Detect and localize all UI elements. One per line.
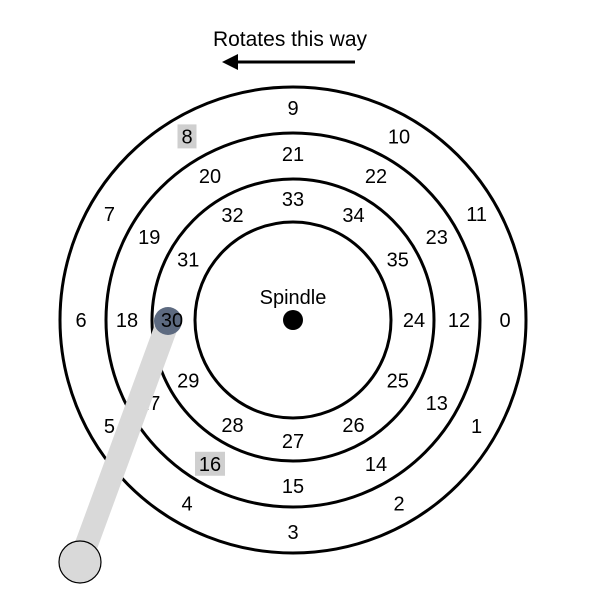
sector-label-30: 30 (161, 310, 183, 332)
sector-label-24: 24 (403, 310, 425, 332)
third-track-ring (150, 177, 436, 463)
sector-label-13: 13 (426, 393, 448, 415)
sector-label-7: 7 (104, 204, 115, 226)
sector-label-34: 34 (342, 205, 364, 227)
sector-label-1: 1 (471, 416, 482, 438)
sector-label-29: 29 (177, 371, 199, 393)
sector-label-33: 33 (282, 189, 304, 211)
sector-label-32: 32 (221, 205, 243, 227)
sector-label-6: 6 (75, 310, 86, 332)
sector-label-5: 5 (104, 416, 115, 438)
sector-label-15: 15 (282, 476, 304, 498)
sector-label-8: 8 (181, 126, 192, 148)
sector-label-22: 22 (365, 166, 387, 188)
sector-label-26: 26 (342, 415, 364, 437)
spindle-label: Spindle (260, 287, 327, 309)
sector-label-23: 23 (426, 227, 448, 249)
head-label-layer: 30 (161, 310, 183, 332)
inner-ring (193, 220, 393, 420)
sector-label-10: 10 (388, 126, 410, 148)
spindle-dot (283, 310, 303, 330)
sector-label-25: 25 (387, 371, 409, 393)
sector-label-31: 31 (177, 250, 199, 272)
sector-label-4: 4 (181, 494, 192, 516)
sector-labels: 0123456789101112131415161718192021222324… (75, 98, 510, 544)
sector-label-27: 27 (282, 431, 304, 453)
sector-label-20: 20 (199, 166, 221, 188)
sector-label-14: 14 (365, 454, 387, 476)
sector-label-21: 21 (282, 144, 304, 166)
sector-label-9: 9 (287, 98, 298, 120)
sector-highlight-8 (177, 124, 197, 149)
sector-label-28: 28 (221, 415, 243, 437)
sector-label-19: 19 (138, 227, 160, 249)
sector-label-18: 18 (116, 310, 138, 332)
sector-label-0: 0 (499, 310, 510, 332)
sector-label-16: 16 (199, 454, 221, 476)
second-track-ring (104, 131, 482, 509)
sector-label-3: 3 (287, 522, 298, 544)
sector-label-12: 12 (448, 310, 470, 332)
sector-label-11: 11 (466, 204, 487, 226)
sector-label-35: 35 (387, 250, 409, 272)
read-write-head (154, 307, 182, 335)
read-write-arm (58, 307, 182, 584)
arm-pivot (58, 540, 102, 584)
rotation-arrow (222, 54, 355, 70)
rotation-caption: Rotates this way (212, 28, 368, 51)
sector-label-2: 2 (393, 494, 404, 516)
outer-track-ring (58, 85, 528, 555)
sector-highlight-16 (195, 451, 225, 476)
